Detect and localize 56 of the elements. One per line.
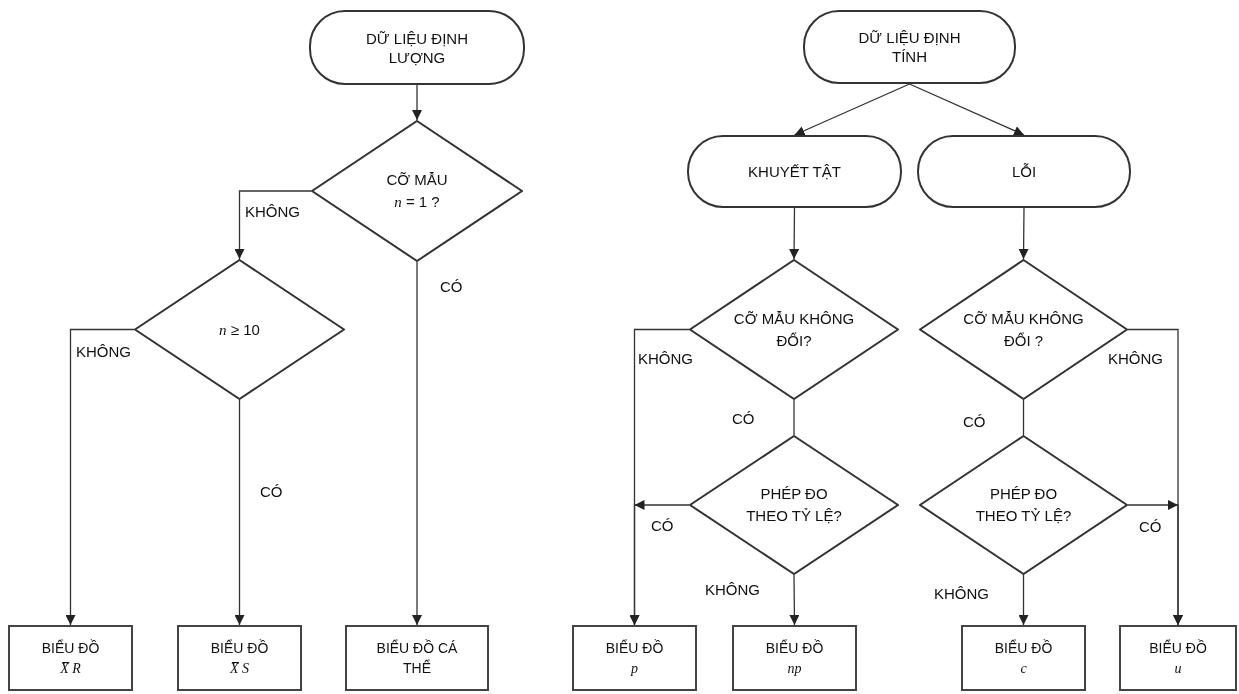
- edge-label: KHÔNG: [638, 350, 693, 368]
- node-text: u: [1174, 659, 1182, 678]
- edge-label: KHÔNG: [705, 581, 760, 599]
- node-text: n = 1 ?: [393, 192, 441, 212]
- arrow: [234, 399, 245, 626]
- node-text: BIỂU ĐỒ: [210, 638, 269, 658]
- process-box: [177, 625, 302, 691]
- node-text: np: [787, 659, 802, 678]
- edge-label: KHÔNG: [1108, 350, 1163, 368]
- node-text: CỠ MẪU KHÔNG ĐỔI?: [732, 308, 856, 351]
- node-text: BIỂU ĐỒ: [605, 638, 664, 658]
- node-text: n ≥ 10: [219, 319, 260, 340]
- node-text: CỠ MẪU: [386, 170, 448, 190]
- process-box: [961, 625, 1086, 691]
- arrow: [412, 261, 422, 626]
- node-text: PHÉP ĐO THEO TỶ LỆ?: [745, 484, 843, 526]
- edge-label: KHÔNG: [245, 203, 300, 221]
- node-text: BIỂU ĐỒ: [765, 638, 824, 658]
- node-text: BIỂU ĐỒ: [994, 638, 1053, 658]
- node-text: DỮ LIỆU ĐỊNH LƯỢNG: [365, 28, 469, 67]
- edge-label: CÓ: [1139, 518, 1162, 536]
- node-text: BIỂU ĐỒ: [1149, 638, 1207, 658]
- process-box: [345, 625, 489, 691]
- process-box: [572, 625, 697, 691]
- edge-label: CÓ: [260, 483, 283, 501]
- node-text: p: [631, 659, 638, 678]
- arrow: [1127, 500, 1183, 626]
- arrow: [412, 84, 422, 121]
- arrow: [1018, 207, 1029, 260]
- arrow: [793, 83, 911, 136]
- node-text: X̅ R: [60, 659, 81, 678]
- edge-label: KHÔNG: [76, 343, 131, 361]
- node-text: PHÉP ĐO THEO TỶ LỆ?: [974, 484, 1073, 526]
- arrow: [789, 574, 800, 626]
- node-text: LỖI: [1011, 162, 1037, 181]
- edge-label: KHÔNG: [934, 585, 989, 603]
- arrow: [1018, 574, 1029, 626]
- edge-label: CÓ: [440, 278, 463, 296]
- arrow: [908, 83, 1025, 136]
- edge-label: CÓ: [732, 410, 755, 428]
- node-text: BIỂU ĐỒ: [41, 638, 100, 658]
- node-text: c: [1020, 659, 1027, 678]
- node-text: DỮ LIỆU ĐỊNH TÍNH: [857, 28, 962, 66]
- edge-label: CÓ: [651, 517, 674, 535]
- process-box: [1119, 625, 1237, 691]
- arrow: [789, 207, 800, 260]
- node-text: BIỂU ĐỒ CÁ THỂ: [375, 638, 459, 678]
- process-box: [8, 625, 133, 691]
- arrow: [629, 500, 690, 626]
- node-text: CỠ MẪU KHÔNG ĐỔI ?: [962, 308, 1085, 351]
- arrow: [234, 190, 312, 260]
- node-text: KHUYẾT TẬT: [748, 162, 841, 181]
- node-text: X̅ S: [229, 659, 250, 678]
- edge-label: CÓ: [963, 413, 986, 431]
- arrow: [65, 328, 135, 626]
- process-box: [732, 625, 857, 691]
